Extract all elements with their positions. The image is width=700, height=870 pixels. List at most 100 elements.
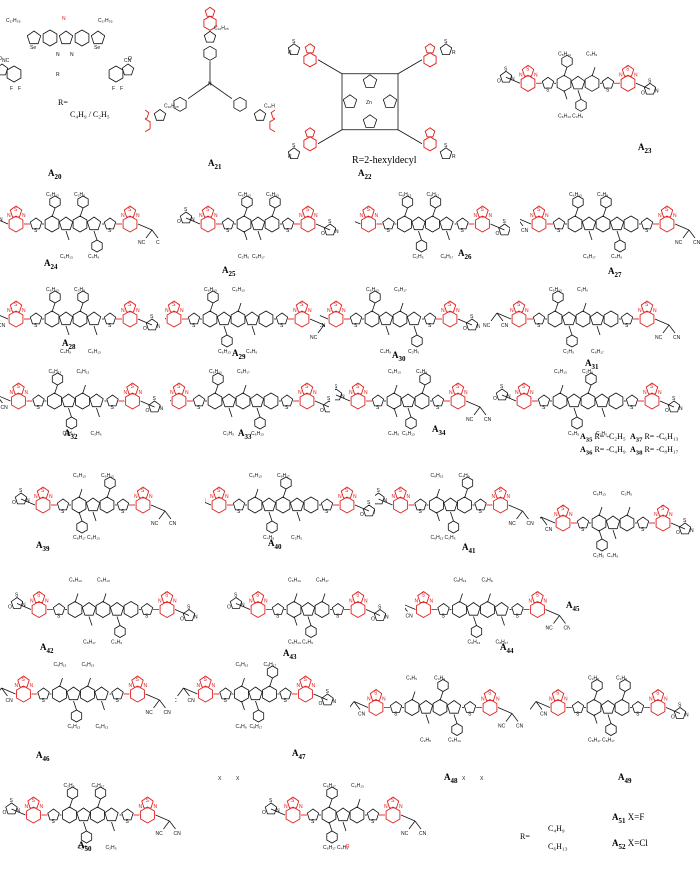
thiophene-ring	[414, 498, 427, 511]
alkyl-bond	[78, 488, 83, 499]
atom-label: S	[387, 228, 391, 234]
alkyl-bond	[111, 821, 115, 832]
structure-a24: SSSNNSNNSNONCCNC₆H₁₃C₆H₁₃C₂H₅C₄H₉	[0, 192, 160, 260]
a51-r-sub1: C₄H₉	[548, 824, 565, 833]
benzothiadiazole-ring	[650, 698, 666, 717]
atom-label: S	[645, 302, 649, 308]
atom-label: S	[536, 593, 540, 599]
atom-label: S	[561, 506, 565, 512]
ring-bond	[570, 75, 586, 90]
atom-label: S	[234, 593, 238, 599]
compound-label-a52: A52 X=Cl	[612, 838, 648, 851]
phenyl-ring	[401, 195, 414, 209]
atom-label: S	[34, 228, 38, 234]
atom-label: N	[194, 615, 198, 621]
atom-label: N	[165, 308, 169, 314]
atom-label: C₈H₁₇	[602, 738, 615, 744]
atom-label: C₆H₁₃	[209, 369, 222, 375]
alkyl-bond	[51, 302, 56, 313]
atom-label: O	[12, 500, 16, 506]
atom-label: C₆H₁₃	[399, 192, 412, 198]
rhodanine-ring	[673, 707, 687, 719]
thiadiazole-ring	[145, 109, 150, 119]
bond	[545, 609, 560, 616]
alkyl-bond	[554, 302, 559, 313]
atom-label: C₄H₉	[568, 431, 579, 437]
ring-bond	[258, 310, 274, 328]
atom-label: C₄H₉	[111, 640, 122, 646]
ring-bond	[216, 311, 232, 326]
ring-bond	[603, 310, 619, 328]
atom-label: S	[648, 78, 652, 84]
benzothiadiazole-ring	[11, 392, 26, 410]
ring-bond	[85, 497, 101, 512]
atom-label: C₆H₁₃	[569, 192, 582, 198]
alkyl-bond	[256, 407, 261, 418]
alkyl-bond	[596, 325, 601, 336]
atom-label: CN	[540, 712, 548, 718]
alkyl-bond	[612, 529, 617, 540]
compound-a30: SSSNNSNNNCCNSNOC₆H₁₃C₄H₉C₈H₁₇C₂H₅	[320, 283, 480, 363]
atom-label: C₈H₁₇	[250, 724, 263, 730]
atom-label: S	[470, 314, 474, 320]
atom-label: S	[546, 87, 550, 93]
atom-label: S	[42, 698, 46, 704]
rhodanine-ring	[643, 82, 657, 95]
atom-label: S	[448, 302, 452, 308]
atom-label: N	[124, 390, 128, 396]
atom-label: C₂H₅	[223, 431, 234, 437]
benzothiadiazole-ring	[350, 392, 366, 410]
atom-label: S	[226, 228, 230, 234]
compound-label: A22	[358, 168, 372, 181]
atom-label: N	[7, 213, 11, 219]
thiadiazole-ring	[645, 382, 659, 395]
atom-label: C₂H₅	[588, 676, 599, 682]
atom-label: N	[374, 510, 375, 516]
bond	[183, 687, 198, 695]
alkyl-bond	[93, 230, 98, 241]
r-group-a36: A36 R= -C₄H₉	[580, 445, 626, 457]
ring-bond	[263, 392, 279, 410]
alkyl-bond	[59, 677, 63, 688]
atom-label: C₆H₁₃	[46, 287, 59, 293]
thiophene-ring	[103, 217, 117, 230]
thiadiazole-ring	[340, 486, 354, 499]
atom-label: C₆H₁₃	[431, 473, 444, 479]
atom-label: N	[384, 498, 388, 504]
atom-label: N	[22, 603, 26, 609]
atom-label: C₂H₅	[74, 192, 85, 198]
bond	[520, 221, 524, 227]
compound-a46: SSSNNSNNNCCNNCCNC₆H₁₃C₆H₁₃C₆H₁₃C₆H₁₃	[0, 640, 175, 760]
bond	[365, 609, 381, 616]
atom-label: S	[292, 143, 296, 149]
thiophene-ring	[511, 603, 524, 615]
alkyl-bond	[559, 384, 564, 395]
phenyl-ring	[91, 239, 103, 253]
bond	[674, 223, 690, 231]
atom-label: N	[22, 308, 26, 314]
atom-label: N	[511, 76, 515, 82]
bond	[501, 394, 517, 402]
atom-label: X	[480, 776, 484, 782]
benzothiadiazole-ring	[416, 600, 431, 619]
alkyl-bond	[598, 506, 603, 517]
bond	[530, 701, 537, 710]
atom-label: X	[236, 776, 240, 782]
alkyne-bond	[317, 59, 343, 75]
atom-label: S	[32, 798, 36, 804]
benzothiadiazole-ring	[166, 310, 182, 328]
thiophene-ring	[271, 603, 285, 615]
atom-label: O	[8, 605, 12, 611]
thiadiazole-ring	[199, 675, 212, 688]
bond	[400, 814, 416, 822]
atom-label: Zn	[366, 100, 372, 106]
atom-label: N	[477, 324, 480, 330]
atom-label: N	[643, 390, 647, 396]
atom-label: S	[184, 207, 188, 213]
atom-label: C₂H₅	[64, 783, 75, 789]
atom-label: C₁₇H₃₅	[6, 18, 21, 24]
atom-label: O	[493, 396, 497, 402]
phenyl-ring	[552, 290, 564, 304]
